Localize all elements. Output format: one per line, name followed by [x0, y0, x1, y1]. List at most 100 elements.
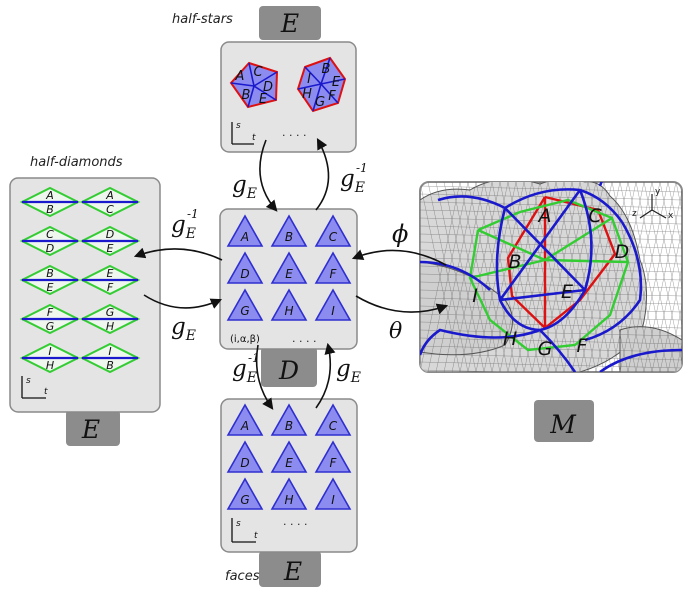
face-letter: F — [330, 267, 338, 281]
center-ellipsis: . . . . — [292, 332, 316, 345]
diamond-letter-top: A — [105, 189, 114, 202]
face-letter: G — [240, 304, 249, 318]
center-tab-label: D — [278, 356, 299, 385]
mesh-wire — [420, 345, 682, 353]
face-letter: I — [331, 493, 335, 507]
face-letter: C — [329, 419, 338, 433]
face-triangle — [270, 251, 308, 284]
right-tab-label: M — [549, 410, 577, 439]
mesh-letter: B — [508, 251, 521, 273]
face-letter: C — [329, 230, 338, 244]
bottom-axis-t: t — [254, 531, 258, 541]
mesh-wire — [443, 182, 485, 372]
label-top-right: gE-1 — [340, 161, 368, 196]
mesh-wire — [643, 182, 682, 372]
mesh-wire — [420, 233, 682, 241]
arrow-mesh-to-center — [351, 249, 447, 266]
diamond-letter-top: I — [108, 345, 111, 358]
center-index-label: (i,α,β) — [230, 334, 260, 345]
face-triangle — [270, 214, 308, 247]
arrows — [133, 138, 449, 410]
left-axis-icon — [21, 376, 46, 399]
mesh-wire — [435, 182, 477, 372]
top-axis-icon — [231, 122, 254, 145]
face-triangle — [314, 477, 352, 510]
diamond-letter-top: D — [106, 228, 114, 241]
diamond-letter-top: F — [47, 306, 54, 319]
mesh-wire — [467, 182, 509, 372]
arrow-top-to-center — [259, 139, 278, 212]
diamond-letter-bottom: G — [46, 320, 55, 333]
label-left-upper: gE-1 — [171, 207, 199, 242]
label-theta: θ — [389, 319, 402, 344]
face-triangle — [314, 288, 352, 321]
face-triangle — [270, 440, 308, 473]
mesh-axis-icon — [639, 194, 667, 219]
diamond-letter-top: B — [46, 267, 54, 280]
face-letter: A — [240, 419, 249, 433]
diamond-letter-top: E — [107, 267, 114, 280]
face-letter: B — [285, 419, 293, 433]
mesh-wire — [587, 182, 629, 372]
arrow-center-to-top — [315, 138, 330, 211]
pentagon-letter: D — [263, 80, 273, 95]
half-star-hexagon: I B E F G H — [296, 56, 347, 113]
diamond-letter-top: C — [46, 228, 54, 241]
mesh-letter: C — [588, 205, 602, 227]
label-left-lower: gE — [171, 314, 196, 344]
caption-faces: faces — [225, 569, 260, 584]
bottom-axis-s: s — [236, 519, 241, 529]
face-triangle — [270, 477, 308, 510]
face-triangle — [226, 288, 264, 321]
face-letter: F — [330, 456, 338, 470]
label-top-left: gE — [232, 172, 257, 202]
arrow-left-to-center — [143, 294, 223, 309]
diamond-letter-top: I — [48, 345, 51, 358]
mesh-wire — [491, 182, 533, 372]
face-triangle — [226, 440, 264, 473]
mesh-wire — [555, 182, 597, 372]
left-axis-t: t — [44, 387, 48, 397]
face-letter: H — [284, 304, 293, 318]
half-star-pentagon: A C D E B — [229, 61, 279, 109]
diamond-letter-bottom: H — [46, 359, 54, 372]
hexagon-letter: B — [322, 62, 331, 77]
mesh-wire — [420, 353, 682, 361]
mesh-wire — [420, 313, 682, 321]
mesh-wire — [659, 182, 682, 372]
hexagon-letter: G — [315, 95, 325, 110]
left-tab-label: E — [81, 415, 100, 444]
mesh-panel: M — [419, 181, 683, 442]
pentagon-letter: C — [253, 65, 263, 80]
face-letter: H — [284, 493, 293, 507]
face-triangle — [270, 288, 308, 321]
face-triangle — [226, 477, 264, 510]
center-tab — [261, 347, 317, 387]
face-letter: B — [285, 230, 293, 244]
hexagon-letter: H — [302, 87, 312, 102]
mesh-wire — [627, 182, 669, 372]
hexagon-letter: F — [328, 89, 336, 104]
face-triangle — [226, 251, 264, 284]
half-stars-panel: E half-stars A C D E B — [172, 6, 357, 153]
mesh-axis-z: z — [632, 209, 637, 219]
mesh-wire — [420, 185, 682, 193]
mesh-axis-x: x — [668, 211, 674, 221]
left-axis-s: s — [26, 376, 31, 386]
mesh-wire — [667, 182, 682, 372]
face-triangle — [226, 403, 264, 436]
mesh-wire — [420, 241, 682, 249]
face-letter: I — [331, 304, 335, 318]
face-triangle — [314, 251, 352, 284]
bottom-axis-icon — [231, 518, 256, 543]
face-letter: D — [240, 267, 249, 281]
mesh-wire — [420, 193, 682, 201]
mesh-wire — [420, 249, 682, 257]
face-triangle — [314, 440, 352, 473]
diamond-letter-top: A — [45, 189, 54, 202]
face-triangle — [314, 403, 352, 436]
label-bottom-right: gE — [336, 356, 361, 386]
